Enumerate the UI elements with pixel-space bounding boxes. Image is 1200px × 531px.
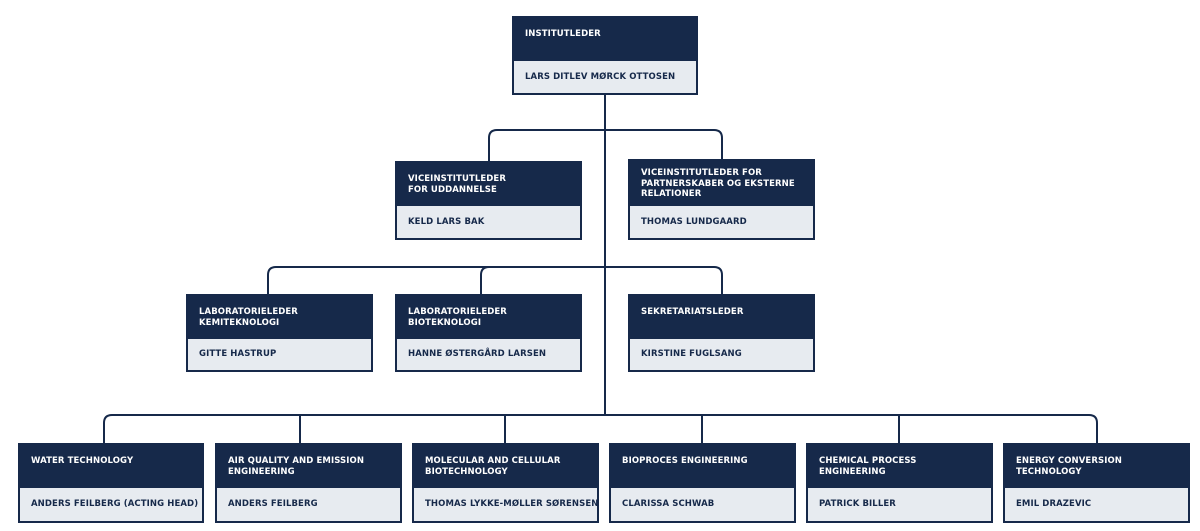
- section-name: CLARISSA SCHWAB: [622, 499, 715, 510]
- deputy-box-partnerships: VICEINSTITUTLEDER FOR PARTNERSKABER OG E…: [628, 159, 815, 240]
- deputy-name: THOMAS LUNDGAARD: [641, 216, 747, 227]
- section-title: MOLECULAR AND CELLULAR BIOTECHNOLOGY: [414, 445, 597, 488]
- leader-name: GITTE HASTRUP: [199, 349, 277, 360]
- director-title: INSTITUTLEDER: [514, 18, 696, 61]
- section-title: AIR QUALITY AND EMISSION ENGINEERING: [217, 445, 400, 488]
- deputy-title: VICEINSTITUTLEDER FOR PARTNERSKABER OG E…: [630, 161, 813, 206]
- section-title: CHEMICAL PROCESS ENGINEERING: [808, 445, 991, 488]
- section-box-bioprocess: BIOPROCES ENGINEERING CLARISSA SCHWAB: [609, 443, 796, 523]
- leader-box-biotech-lab: LABORATORIELEDER BIOTEKNOLOGI HANNE ØSTE…: [395, 294, 582, 372]
- section-box-molecular-biotech: MOLECULAR AND CELLULAR BIOTECHNOLOGY THO…: [412, 443, 599, 523]
- director-box: INSTITUTLEDER LARS DITLEV MØRCK OTTOSEN: [512, 16, 698, 95]
- leader-title: LABORATORIELEDER KEMITEKNOLOGI: [188, 296, 371, 339]
- leaders-branch-line: [267, 266, 723, 294]
- section-box-water: WATER TECHNOLOGY ANDERS FEILBERG (ACTING…: [18, 443, 204, 523]
- section-title: BIOPROCES ENGINEERING: [611, 445, 794, 488]
- sections-branch-line: [103, 414, 1098, 443]
- leader-name: KIRSTINE FUGLSANG: [641, 349, 742, 360]
- leader-title: SEKRETARIATSLEDER: [630, 296, 813, 339]
- section-box-chemical-process: CHEMICAL PROCESS ENGINEERING PATRICK BIL…: [806, 443, 993, 523]
- leader-box-secretariat: SEKRETARIATSLEDER KIRSTINE FUGLSANG: [628, 294, 815, 372]
- leader-title: LABORATORIELEDER BIOTEKNOLOGI: [397, 296, 580, 339]
- section-box-air-quality: AIR QUALITY AND EMISSION ENGINEERING AND…: [215, 443, 402, 523]
- section-name: ANDERS FEILBERG: [228, 499, 318, 510]
- deputy-name: KELD LARS BAK: [408, 216, 485, 227]
- leader-box-chemistry-lab: LABORATORIELEDER KEMITEKNOLOGI GITTE HAS…: [186, 294, 373, 372]
- section-name: THOMAS LYKKE-MØLLER SØRENSEN: [425, 499, 599, 510]
- deputy-title: VICEINSTITUTLEDER FOR UDDANNELSE: [397, 163, 580, 206]
- section-name: PATRICK BILLER: [819, 499, 896, 510]
- leader-name: HANNE ØSTERGÅRD LARSEN: [408, 349, 547, 360]
- section-name: ANDERS FEILBERG (ACTING HEAD): [31, 499, 199, 510]
- section-title: WATER TECHNOLOGY: [20, 445, 202, 488]
- director-name: LARS DITLEV MØRCK OTTOSEN: [525, 71, 676, 82]
- section-box-energy-conversion: ENERGY CONVERSION TECHNOLOGY EMIL DRAZEV…: [1003, 443, 1190, 523]
- section-name: EMIL DRAZEVIC: [1016, 499, 1092, 510]
- deputies-branch-line: [488, 129, 723, 161]
- leaders-mid-drop-line: [480, 266, 490, 294]
- section-title: ENERGY CONVERSION TECHNOLOGY: [1005, 445, 1188, 488]
- deputy-box-education: VICEINSTITUTLEDER FOR UDDANNELSE KELD LA…: [395, 161, 582, 240]
